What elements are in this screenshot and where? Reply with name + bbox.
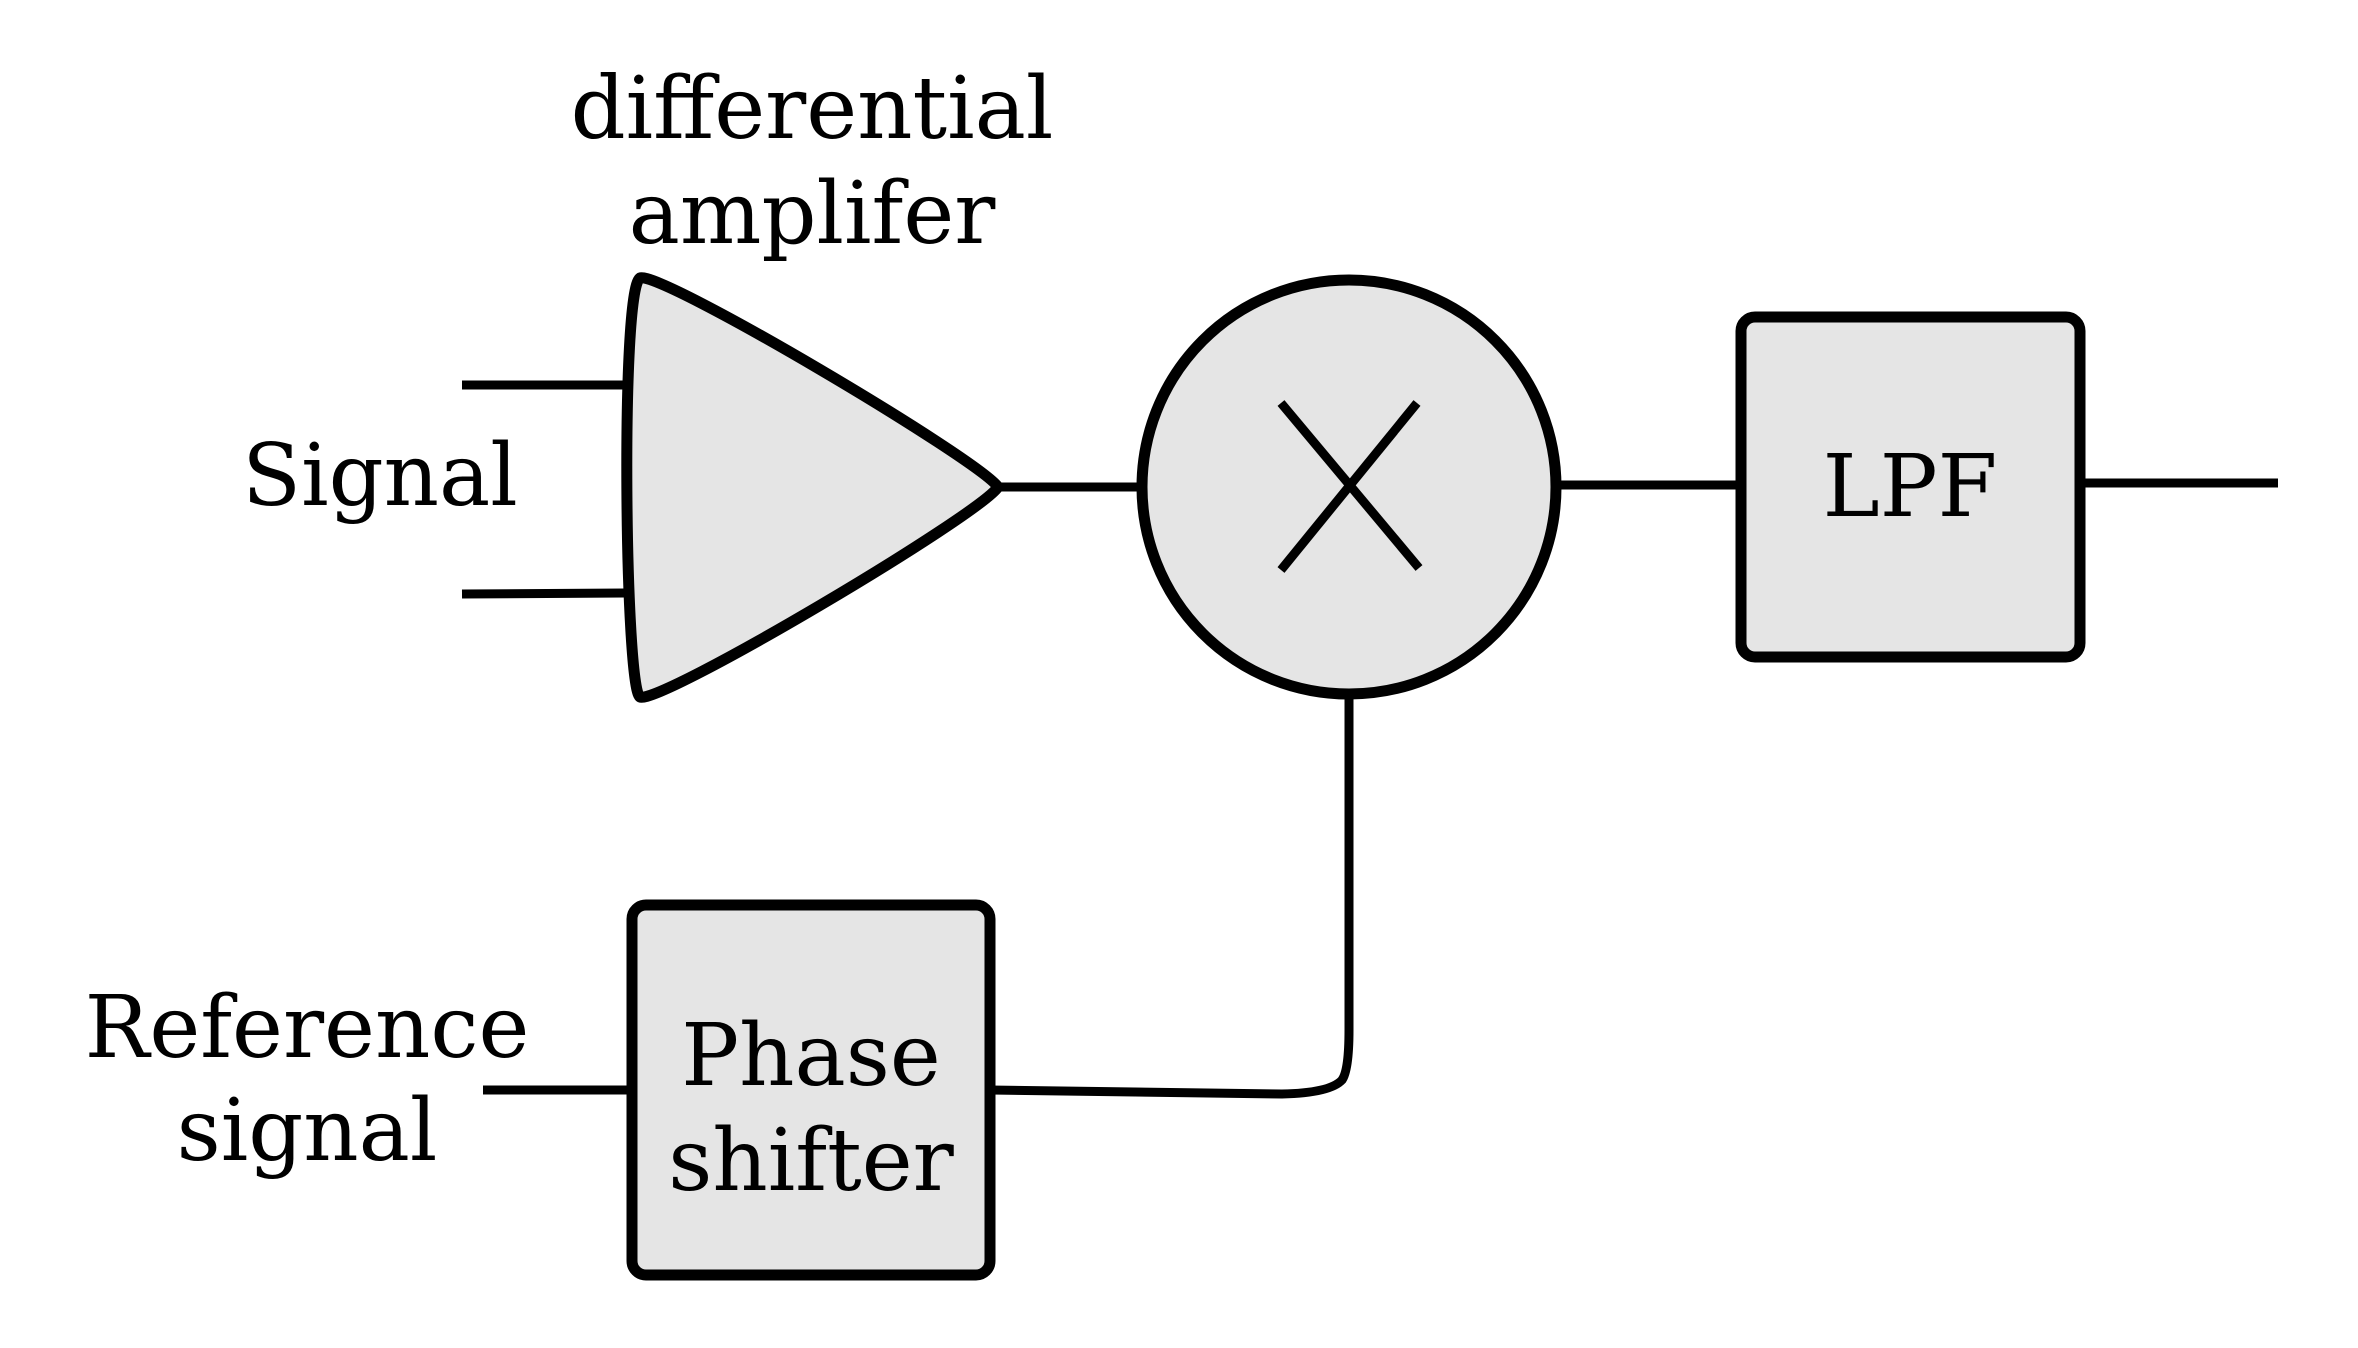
phase-shifter-to-mixer-wire bbox=[989, 694, 1354, 1099]
phase-shifter-label-line2: shifter bbox=[668, 1111, 954, 1211]
lpf-label: LPF bbox=[1823, 437, 1998, 537]
reference-label-line2: signal bbox=[177, 1081, 438, 1181]
amplifier-label-line2: amplifer bbox=[629, 164, 997, 264]
phase-shifter-label-line1: Phase bbox=[681, 1006, 941, 1106]
signal-input-wire-bottom bbox=[461, 588, 626, 599]
reference-label-line1: Reference bbox=[85, 978, 530, 1078]
amplifier-label-line1: differential bbox=[571, 59, 1054, 159]
signal-label: Signal bbox=[242, 426, 518, 526]
multiplier-x-icon bbox=[1277, 400, 1423, 573]
differential-amplifier-icon bbox=[621, 272, 1004, 703]
